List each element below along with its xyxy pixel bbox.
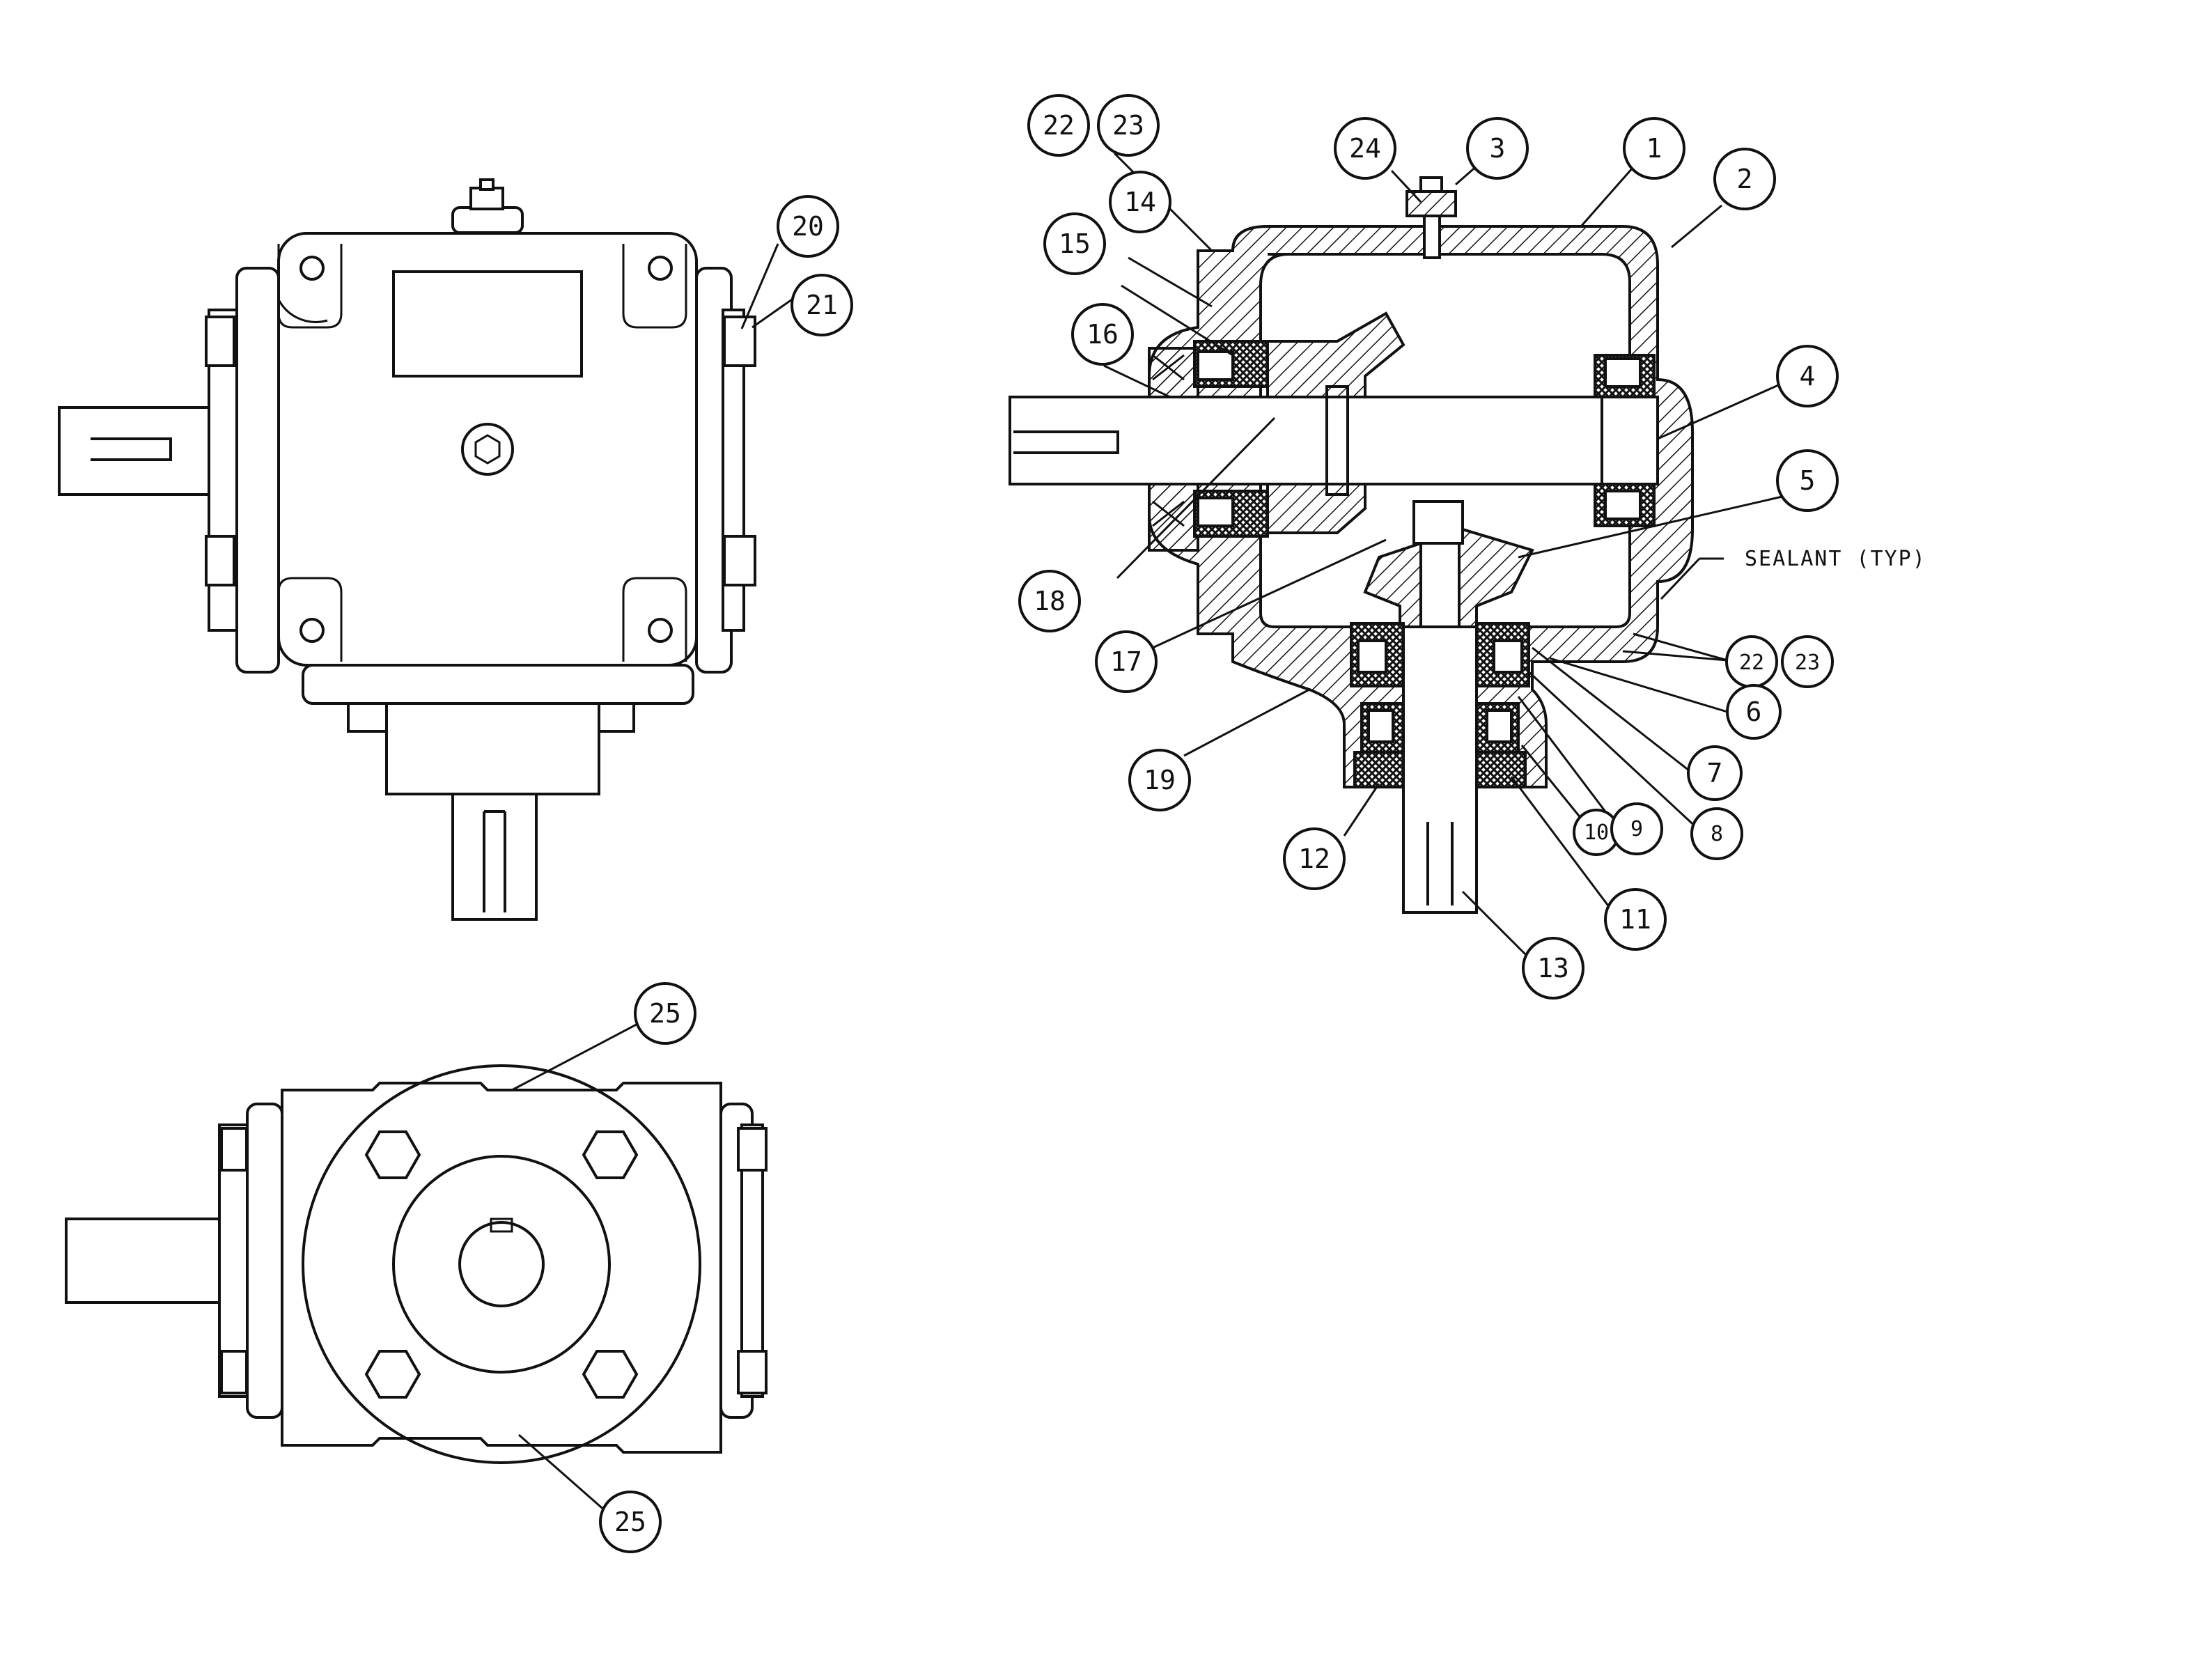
balloon-24: 24 [1334, 117, 1396, 180]
balloon-6: 6 [1726, 684, 1782, 740]
svg-text:25: 25 [614, 1507, 646, 1537]
bottom-view-body [281, 1082, 722, 1454]
svg-text:12: 12 [1298, 843, 1330, 874]
svg-text:10: 10 [1584, 820, 1609, 845]
balloon-9: 9 [1610, 802, 1663, 855]
svg-text:2: 2 [1737, 164, 1753, 194]
nameplate [392, 270, 583, 378]
balloon-10: 10 [1573, 809, 1620, 856]
balloon-13: 13 [1522, 937, 1584, 1000]
balloon-7: 7 [1687, 745, 1743, 801]
svg-text:6: 6 [1746, 697, 1762, 727]
balloon-25-bottom: 25 [599, 1491, 662, 1553]
bottom-view [65, 1064, 768, 1464]
bottom-flange [302, 664, 694, 705]
svg-text:25: 25 [649, 998, 681, 1029]
balloon-15: 15 [1043, 212, 1106, 275]
svg-text:19: 19 [1144, 765, 1176, 795]
balloon-22: 22 [1027, 94, 1090, 157]
balloon-14: 14 [1109, 171, 1171, 233]
svg-text:16: 16 [1087, 319, 1119, 350]
balloon-22-lower: 22 [1725, 635, 1778, 688]
balloon-callouts: 20 21 22 23 24 3 1 2 14 15 16 4 5 18 17 … [599, 94, 1839, 1553]
balloon-1: 1 [1623, 117, 1685, 180]
drain-plug [461, 423, 514, 476]
svg-text:14: 14 [1124, 187, 1156, 217]
leader-lines [511, 152, 1792, 1513]
output-bore [458, 1221, 545, 1307]
input-shaft [58, 406, 210, 496]
balloon-18: 18 [1018, 570, 1081, 632]
svg-text:8: 8 [1711, 822, 1723, 846]
balloon-23: 23 [1097, 94, 1160, 157]
svg-text:23: 23 [1112, 110, 1144, 141]
svg-text:1: 1 [1646, 133, 1662, 164]
balloon-2: 2 [1713, 148, 1776, 210]
svg-text:13: 13 [1537, 953, 1569, 983]
svg-text:5: 5 [1800, 465, 1816, 496]
vent-plug [451, 206, 524, 234]
svg-text:3: 3 [1490, 133, 1506, 164]
balloon-12: 12 [1283, 827, 1346, 890]
section-input-shaft [1009, 396, 1638, 485]
sealant-note-text: SEALANT (TYP) [1745, 547, 1926, 571]
balloon-5: 5 [1776, 449, 1839, 512]
bottom-view-shaft [65, 1218, 221, 1304]
balloon-4: 4 [1776, 345, 1839, 407]
svg-text:23: 23 [1795, 651, 1820, 675]
front-view [58, 178, 756, 921]
svg-text:22: 22 [1043, 110, 1075, 141]
balloon-25-top: 25 [634, 982, 696, 1045]
svg-text:20: 20 [792, 211, 824, 242]
balloon-11: 11 [1604, 888, 1667, 951]
svg-text:9: 9 [1630, 817, 1643, 841]
balloon-19: 19 [1128, 749, 1191, 811]
svg-text:17: 17 [1110, 646, 1142, 677]
svg-text:7: 7 [1707, 758, 1723, 788]
sealant-note: SEALANT (TYP) [1703, 547, 1926, 571]
svg-text:21: 21 [806, 290, 838, 320]
svg-text:11: 11 [1619, 904, 1651, 935]
svg-text:4: 4 [1800, 361, 1816, 391]
balloon-17: 17 [1095, 630, 1158, 693]
section-output-shaft [1402, 625, 1478, 914]
balloon-21: 21 [791, 274, 853, 336]
left-flange [235, 267, 280, 674]
svg-text:18: 18 [1034, 586, 1066, 616]
balloon-16: 16 [1071, 303, 1134, 366]
balloon-23-lower: 23 [1781, 635, 1834, 688]
balloon-20: 20 [777, 195, 839, 258]
output-shaft [451, 793, 538, 921]
svg-text:22: 22 [1739, 651, 1764, 675]
section-view [1009, 176, 1694, 914]
svg-text:15: 15 [1059, 228, 1091, 259]
balloon-3: 3 [1466, 117, 1529, 180]
svg-text:24: 24 [1349, 133, 1381, 164]
balloon-8: 8 [1690, 807, 1743, 860]
